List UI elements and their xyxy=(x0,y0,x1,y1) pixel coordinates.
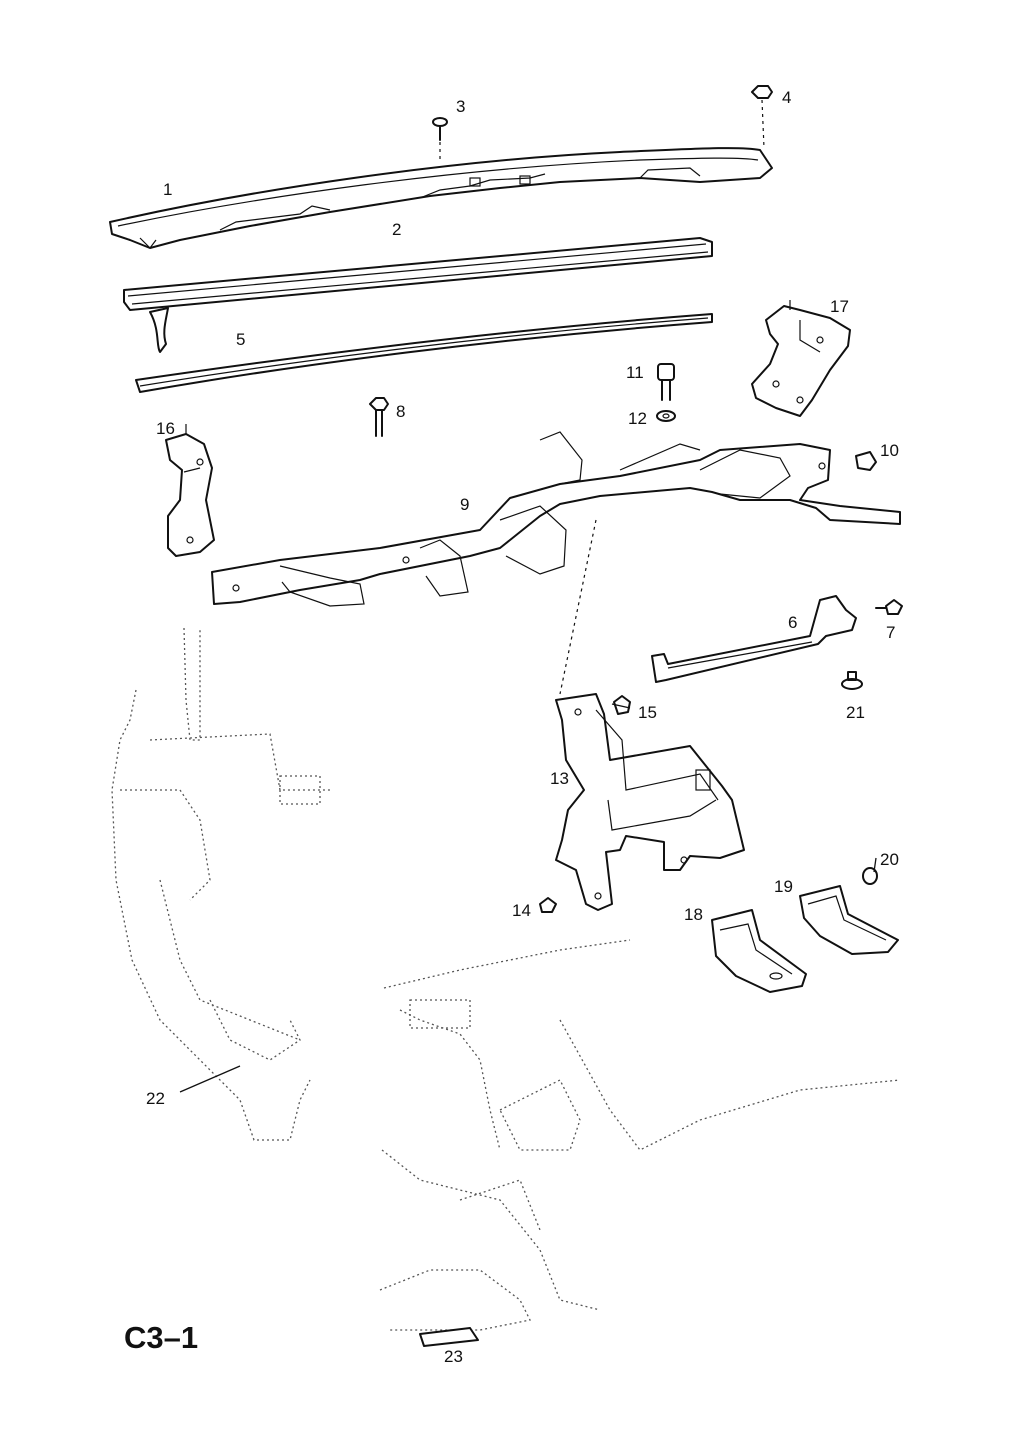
part-21-clip xyxy=(841,671,863,690)
part-23-clip xyxy=(419,1327,479,1347)
callout-19: 19 xyxy=(774,877,793,896)
callout-21: 21 xyxy=(846,703,865,722)
diagram-code: C3–1 xyxy=(124,1320,198,1355)
part-19-duct xyxy=(799,885,899,955)
part-1-upper-trim-panel xyxy=(109,147,773,249)
callout-1: 1 xyxy=(163,180,172,199)
callout-14: 14 xyxy=(512,901,531,920)
part-12-washer xyxy=(656,410,676,422)
part-14-screw xyxy=(539,897,557,913)
callout-5: 5 xyxy=(236,330,245,349)
callout-10: 10 xyxy=(880,441,899,460)
callout-12: 12 xyxy=(628,409,647,428)
part-17-bracket xyxy=(751,300,851,417)
part-10-nut xyxy=(855,451,877,471)
part-15-nut xyxy=(613,695,631,715)
callout-16: 16 xyxy=(156,419,175,438)
callout-4: 4 xyxy=(782,88,791,107)
part-2-seal-strip xyxy=(123,237,713,353)
callout-23: 23 xyxy=(444,1347,463,1366)
alignment-line xyxy=(559,519,597,695)
part-4-nut xyxy=(751,85,773,149)
callout-18: 18 xyxy=(684,905,703,924)
part-9-cross-beam xyxy=(211,431,901,607)
part-8-bolt xyxy=(369,397,389,437)
callout-11: 11 xyxy=(626,363,644,382)
callout-7: 7 xyxy=(886,623,895,642)
vehicle-context-dashboard xyxy=(379,939,901,1331)
callout-6: 6 xyxy=(788,613,797,632)
part-20-clip xyxy=(862,867,878,885)
callout-13: 13 xyxy=(550,769,569,788)
part-3-screw xyxy=(432,117,448,160)
part-13-console-bracket xyxy=(555,693,745,911)
part-5-lower-strip xyxy=(135,313,713,393)
callout-9: 9 xyxy=(460,495,469,514)
vehicle-context-left xyxy=(111,627,330,1141)
callout-22: 22 xyxy=(146,1089,165,1108)
callout-20: 20 xyxy=(880,850,899,869)
part-16-bracket xyxy=(165,424,215,557)
part-7-bolt xyxy=(875,599,903,615)
callout-3: 3 xyxy=(456,97,465,116)
callout-leaders xyxy=(611,703,877,873)
part-6-strap xyxy=(651,595,857,683)
part-11-bolt xyxy=(657,363,675,401)
part-18-duct xyxy=(711,909,807,993)
callout-17: 17 xyxy=(830,297,849,316)
callout-15: 15 xyxy=(638,703,657,722)
callout-8: 8 xyxy=(396,402,405,421)
callout-2: 2 xyxy=(392,220,401,239)
